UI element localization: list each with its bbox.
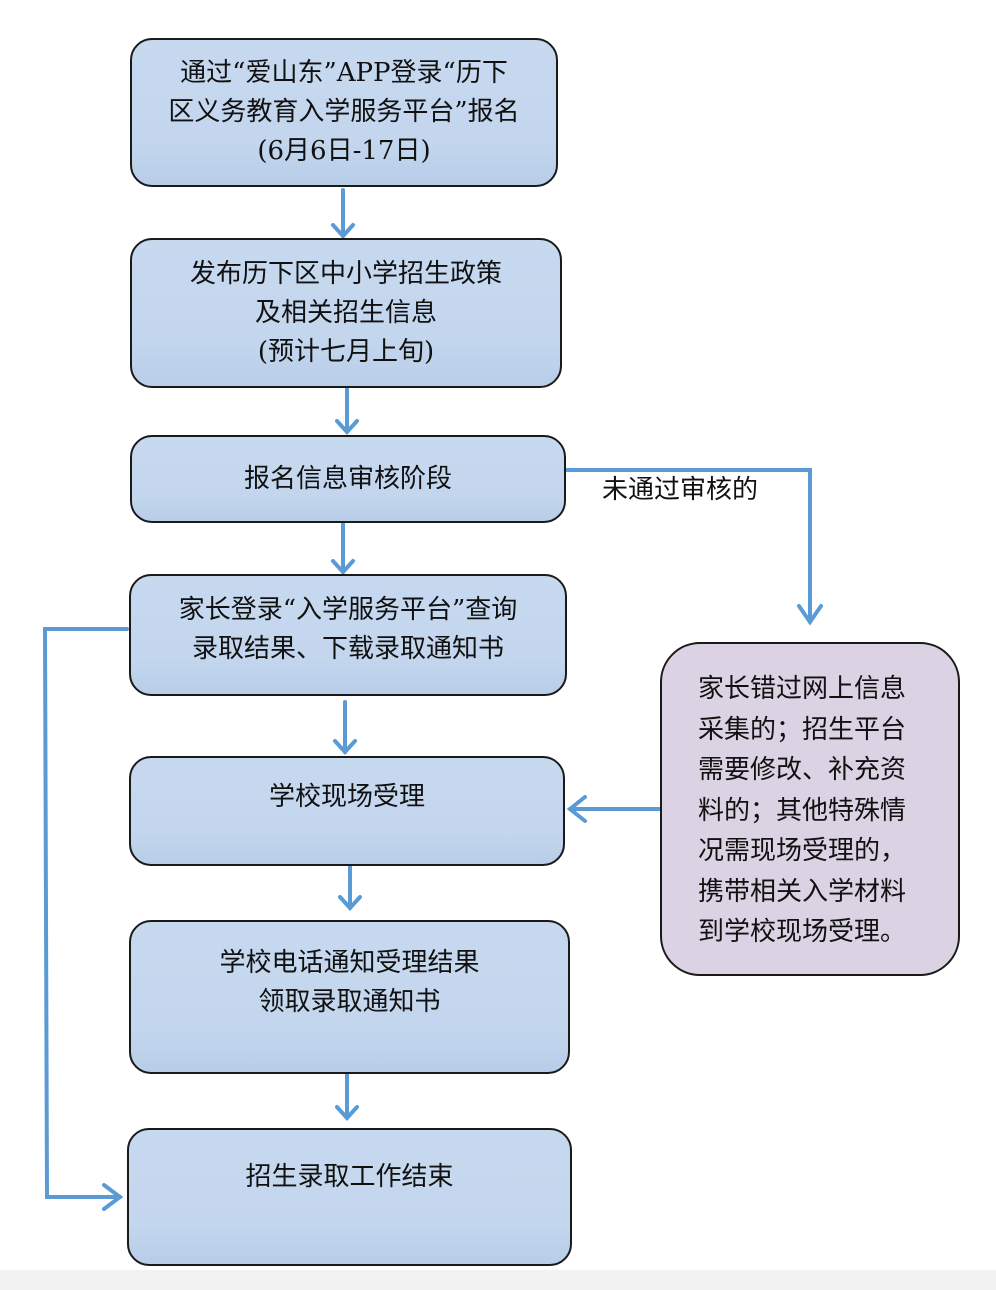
node-phone-notify: 学校电话通知受理结果 领取录取通知书 [129,920,570,1074]
arrow-register-to-policy [331,188,355,239]
arrow-review-to-special-cases [564,468,823,626]
arrow-special-cases-to-onsite [566,795,662,823]
node-register: 通过“爱山东”APP登录“历下 区义务教育入学服务平台”报名 (6月6日-17日… [130,38,558,187]
edge-label-not-passed: 未通过审核的 [602,475,759,505]
node-special-cases-line-1: 家长错过网上信息 [698,674,907,704]
node-publish-policy-line-3: (预计七月上旬) [257,336,435,367]
node-register-line-1: 通过“爱山东”APP登录“历下 [180,58,508,88]
node-register-line-2: 区义务教育入学服务平台”报名 [168,97,520,127]
node-query-results: 家长登录“入学服务平台”查询 录取结果、下载录取通知书 [129,574,567,696]
node-special-cases-line-7: 到学校现场受理。 [698,917,907,947]
node-special-cases-line-3: 需要修改、补充资 [698,755,907,785]
node-end-line-1: 招生录取工作结束 [245,1162,454,1192]
node-query-results-line-2: 录取结果、下载录取通知书 [191,634,504,664]
node-review-line-1: 报名信息审核阶段 [243,463,452,494]
node-publish-policy-line-2: 及相关招生信息 [254,297,437,328]
node-special-cases-line-6: 携带相关入学材料 [698,876,907,907]
node-special-cases: 家长错过网上信息 采集的；招生平台 需要修改、补充资 料的；其他特殊情 况需现场… [660,642,960,976]
node-onsite-processing: 学校现场受理 [129,756,565,866]
arrow-review-to-query [331,522,355,575]
node-special-cases-line-4: 料的；其他特殊情 [698,795,907,826]
page-bottom-band [0,1270,996,1290]
node-phone-notify-line-2: 领取录取通知书 [258,987,441,1017]
node-onsite-processing-line-1: 学校现场受理 [268,782,425,812]
node-end: 招生录取工作结束 [127,1128,572,1266]
arrow-phone-to-end [335,1072,359,1121]
arrow-onsite-to-phone [338,864,362,911]
arrow-query-to-onsite [333,700,357,755]
node-register-line-3: (6月6日-17日) [257,136,431,166]
node-special-cases-line-2: 采集的；招生平台 [698,714,907,745]
arrow-policy-to-review [335,387,359,435]
node-publish-policy: 发布历下区中小学招生政策 及相关招生信息 (预计七月上旬) [130,238,562,388]
node-special-cases-line-5: 况需现场受理的， [698,836,907,866]
node-review: 报名信息审核阶段 [130,435,566,523]
node-query-results-line-1: 家长登录“入学服务平台”查询 [178,595,518,625]
node-phone-notify-line-1: 学校电话通知受理结果 [219,948,480,978]
node-publish-policy-line-1: 发布历下区中小学招生政策 [189,258,502,289]
arrow-query-to-end [42,627,129,1211]
